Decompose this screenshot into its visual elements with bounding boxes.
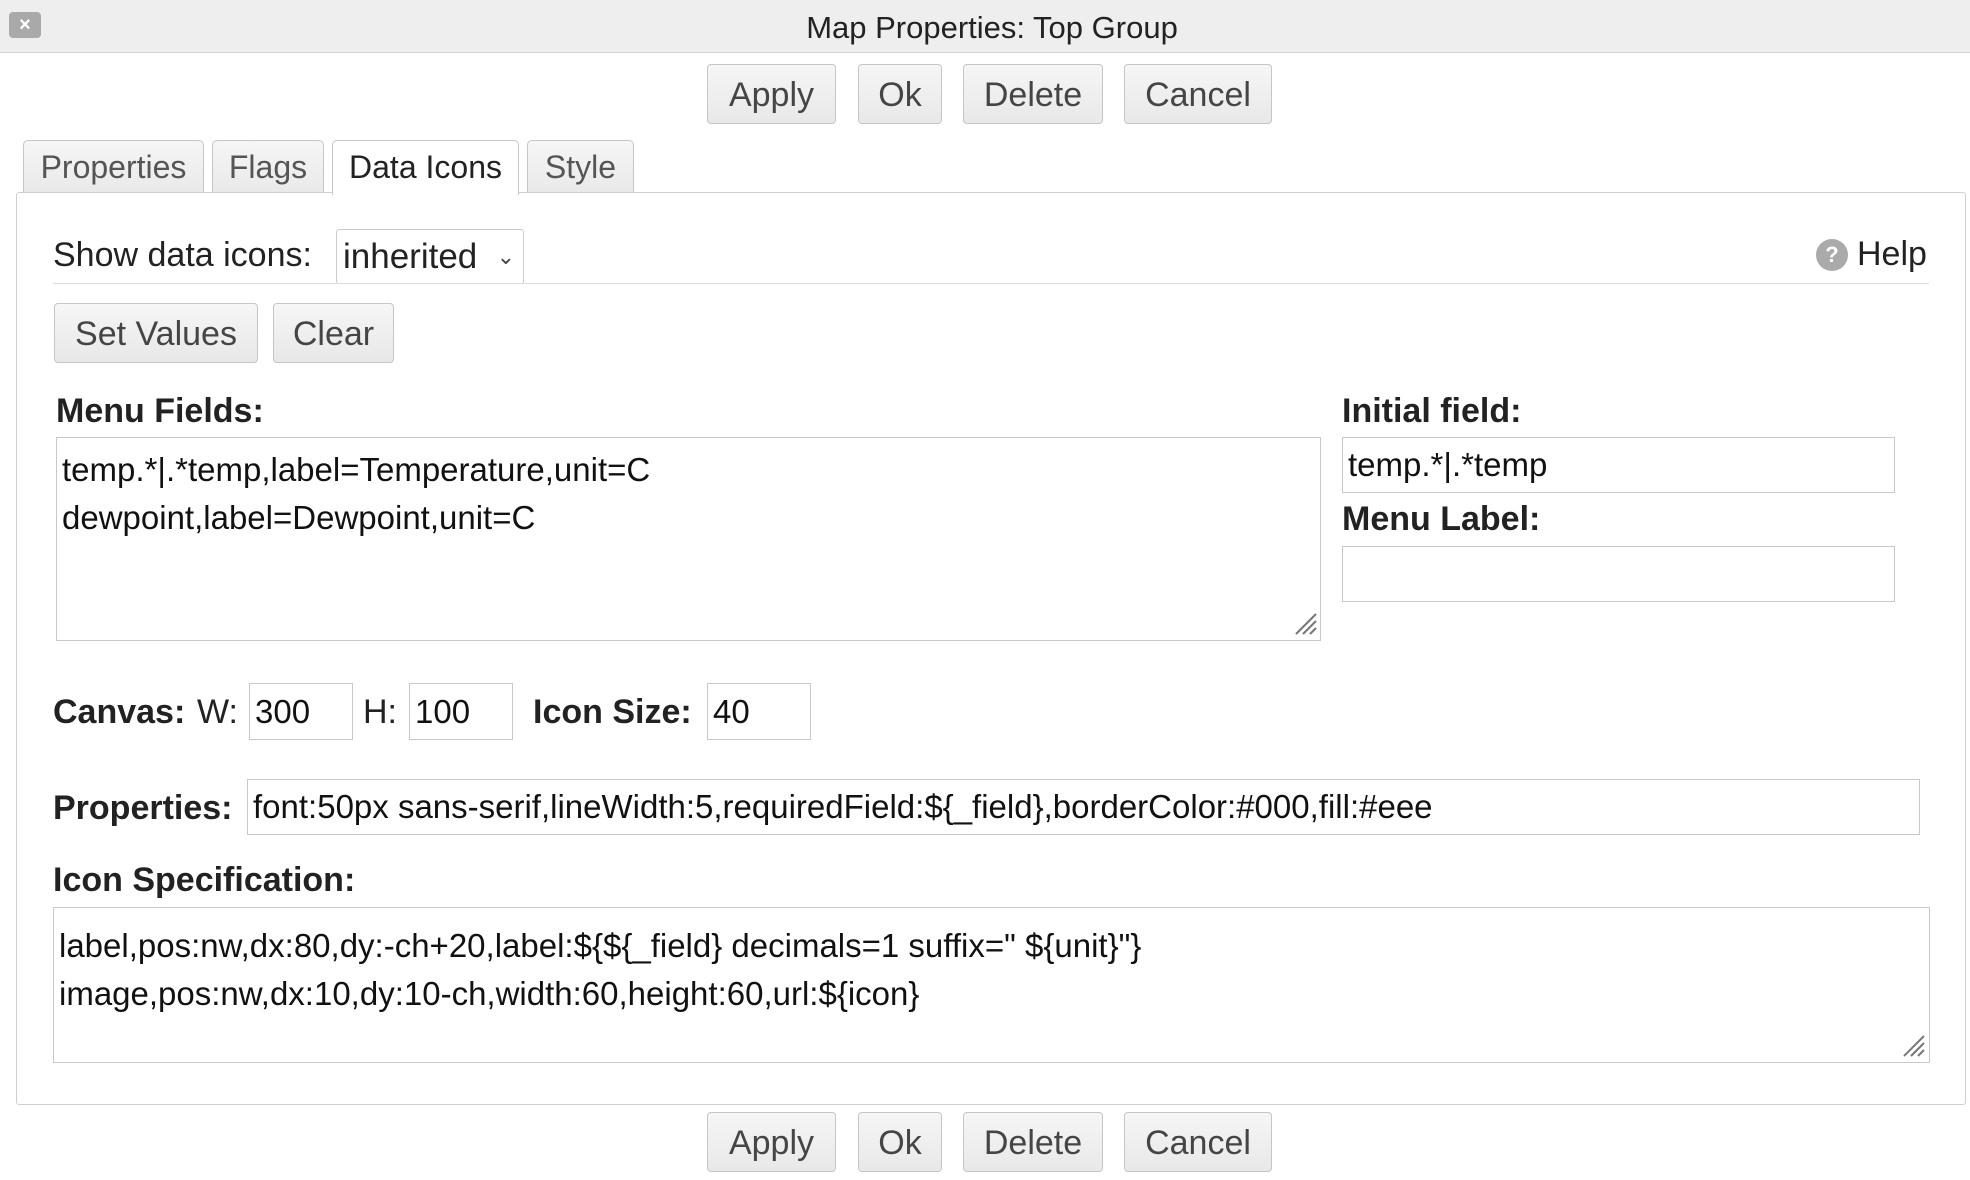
help-link[interactable]: Help bbox=[1857, 235, 1927, 273]
window-title: Map Properties: Top Group bbox=[806, 10, 1178, 45]
canvas-h-label: H: bbox=[363, 693, 397, 731]
menu-fields-textarea[interactable]: temp.*|.*temp,label=Temperature,unit=C d… bbox=[56, 437, 1321, 641]
tab-style[interactable]: Style bbox=[527, 140, 634, 193]
close-icon[interactable]: × bbox=[9, 12, 41, 38]
properties-input[interactable]: font:50px sans-serif,lineWidth:5,require… bbox=[247, 779, 1920, 835]
delete-button-top[interactable]: Delete bbox=[963, 64, 1103, 124]
apply-button-bottom[interactable]: Apply bbox=[707, 1112, 836, 1172]
tab-data-icons[interactable]: Data Icons bbox=[332, 140, 519, 195]
canvas-width-input[interactable]: 300 bbox=[249, 683, 353, 740]
apply-button-top[interactable]: Apply bbox=[707, 64, 836, 124]
menu-fields-label: Menu Fields: bbox=[56, 392, 264, 430]
show-data-icons-select[interactable]: inherited ⌄ bbox=[336, 229, 524, 284]
menu-label-label: Menu Label: bbox=[1342, 500, 1541, 538]
icon-size-label: Icon Size: bbox=[533, 693, 692, 731]
initial-field-input[interactable]: temp.*|.*temp bbox=[1342, 437, 1895, 493]
tab-properties[interactable]: Properties bbox=[23, 140, 204, 193]
set-values-button[interactable]: Set Values bbox=[54, 303, 258, 363]
tab-bar: Properties Flags Data Icons Style bbox=[0, 140, 1970, 195]
cancel-button-top[interactable]: Cancel bbox=[1124, 64, 1272, 124]
properties-label: Properties: bbox=[53, 789, 233, 827]
show-data-icons-label: Show data icons: bbox=[53, 236, 312, 274]
initial-field-label: Initial field: bbox=[1342, 392, 1522, 430]
help-icon[interactable]: ? bbox=[1816, 239, 1848, 271]
show-data-icons-value: inherited bbox=[343, 237, 478, 276]
resize-grip-icon[interactable] bbox=[1292, 610, 1318, 636]
canvas-height-input[interactable]: 100 bbox=[409, 683, 513, 740]
clear-button[interactable]: Clear bbox=[273, 303, 394, 363]
resize-grip-icon[interactable] bbox=[1900, 1032, 1926, 1058]
title-bar: × Map Properties: Top Group bbox=[0, 0, 1970, 53]
icon-specification-label: Icon Specification: bbox=[53, 861, 356, 899]
icon-size-input[interactable]: 40 bbox=[707, 683, 811, 740]
bottom-button-row: Apply Ok Delete Cancel bbox=[0, 1112, 1970, 1172]
cancel-button-bottom[interactable]: Cancel bbox=[1124, 1112, 1272, 1172]
menu-label-input[interactable] bbox=[1342, 546, 1895, 602]
canvas-w-label: W: bbox=[197, 693, 238, 731]
divider bbox=[53, 283, 1929, 284]
icon-specification-textarea[interactable]: label,pos:nw,dx:80,dy:-ch+20,label:${${_… bbox=[53, 907, 1930, 1063]
chevron-down-icon: ⌄ bbox=[496, 244, 515, 269]
canvas-label: Canvas: bbox=[53, 693, 186, 731]
delete-button-bottom[interactable]: Delete bbox=[963, 1112, 1103, 1172]
ok-button-bottom[interactable]: Ok bbox=[858, 1112, 942, 1172]
top-button-row: Apply Ok Delete Cancel bbox=[0, 64, 1970, 124]
ok-button-top[interactable]: Ok bbox=[858, 64, 942, 124]
tab-flags[interactable]: Flags bbox=[212, 140, 324, 193]
